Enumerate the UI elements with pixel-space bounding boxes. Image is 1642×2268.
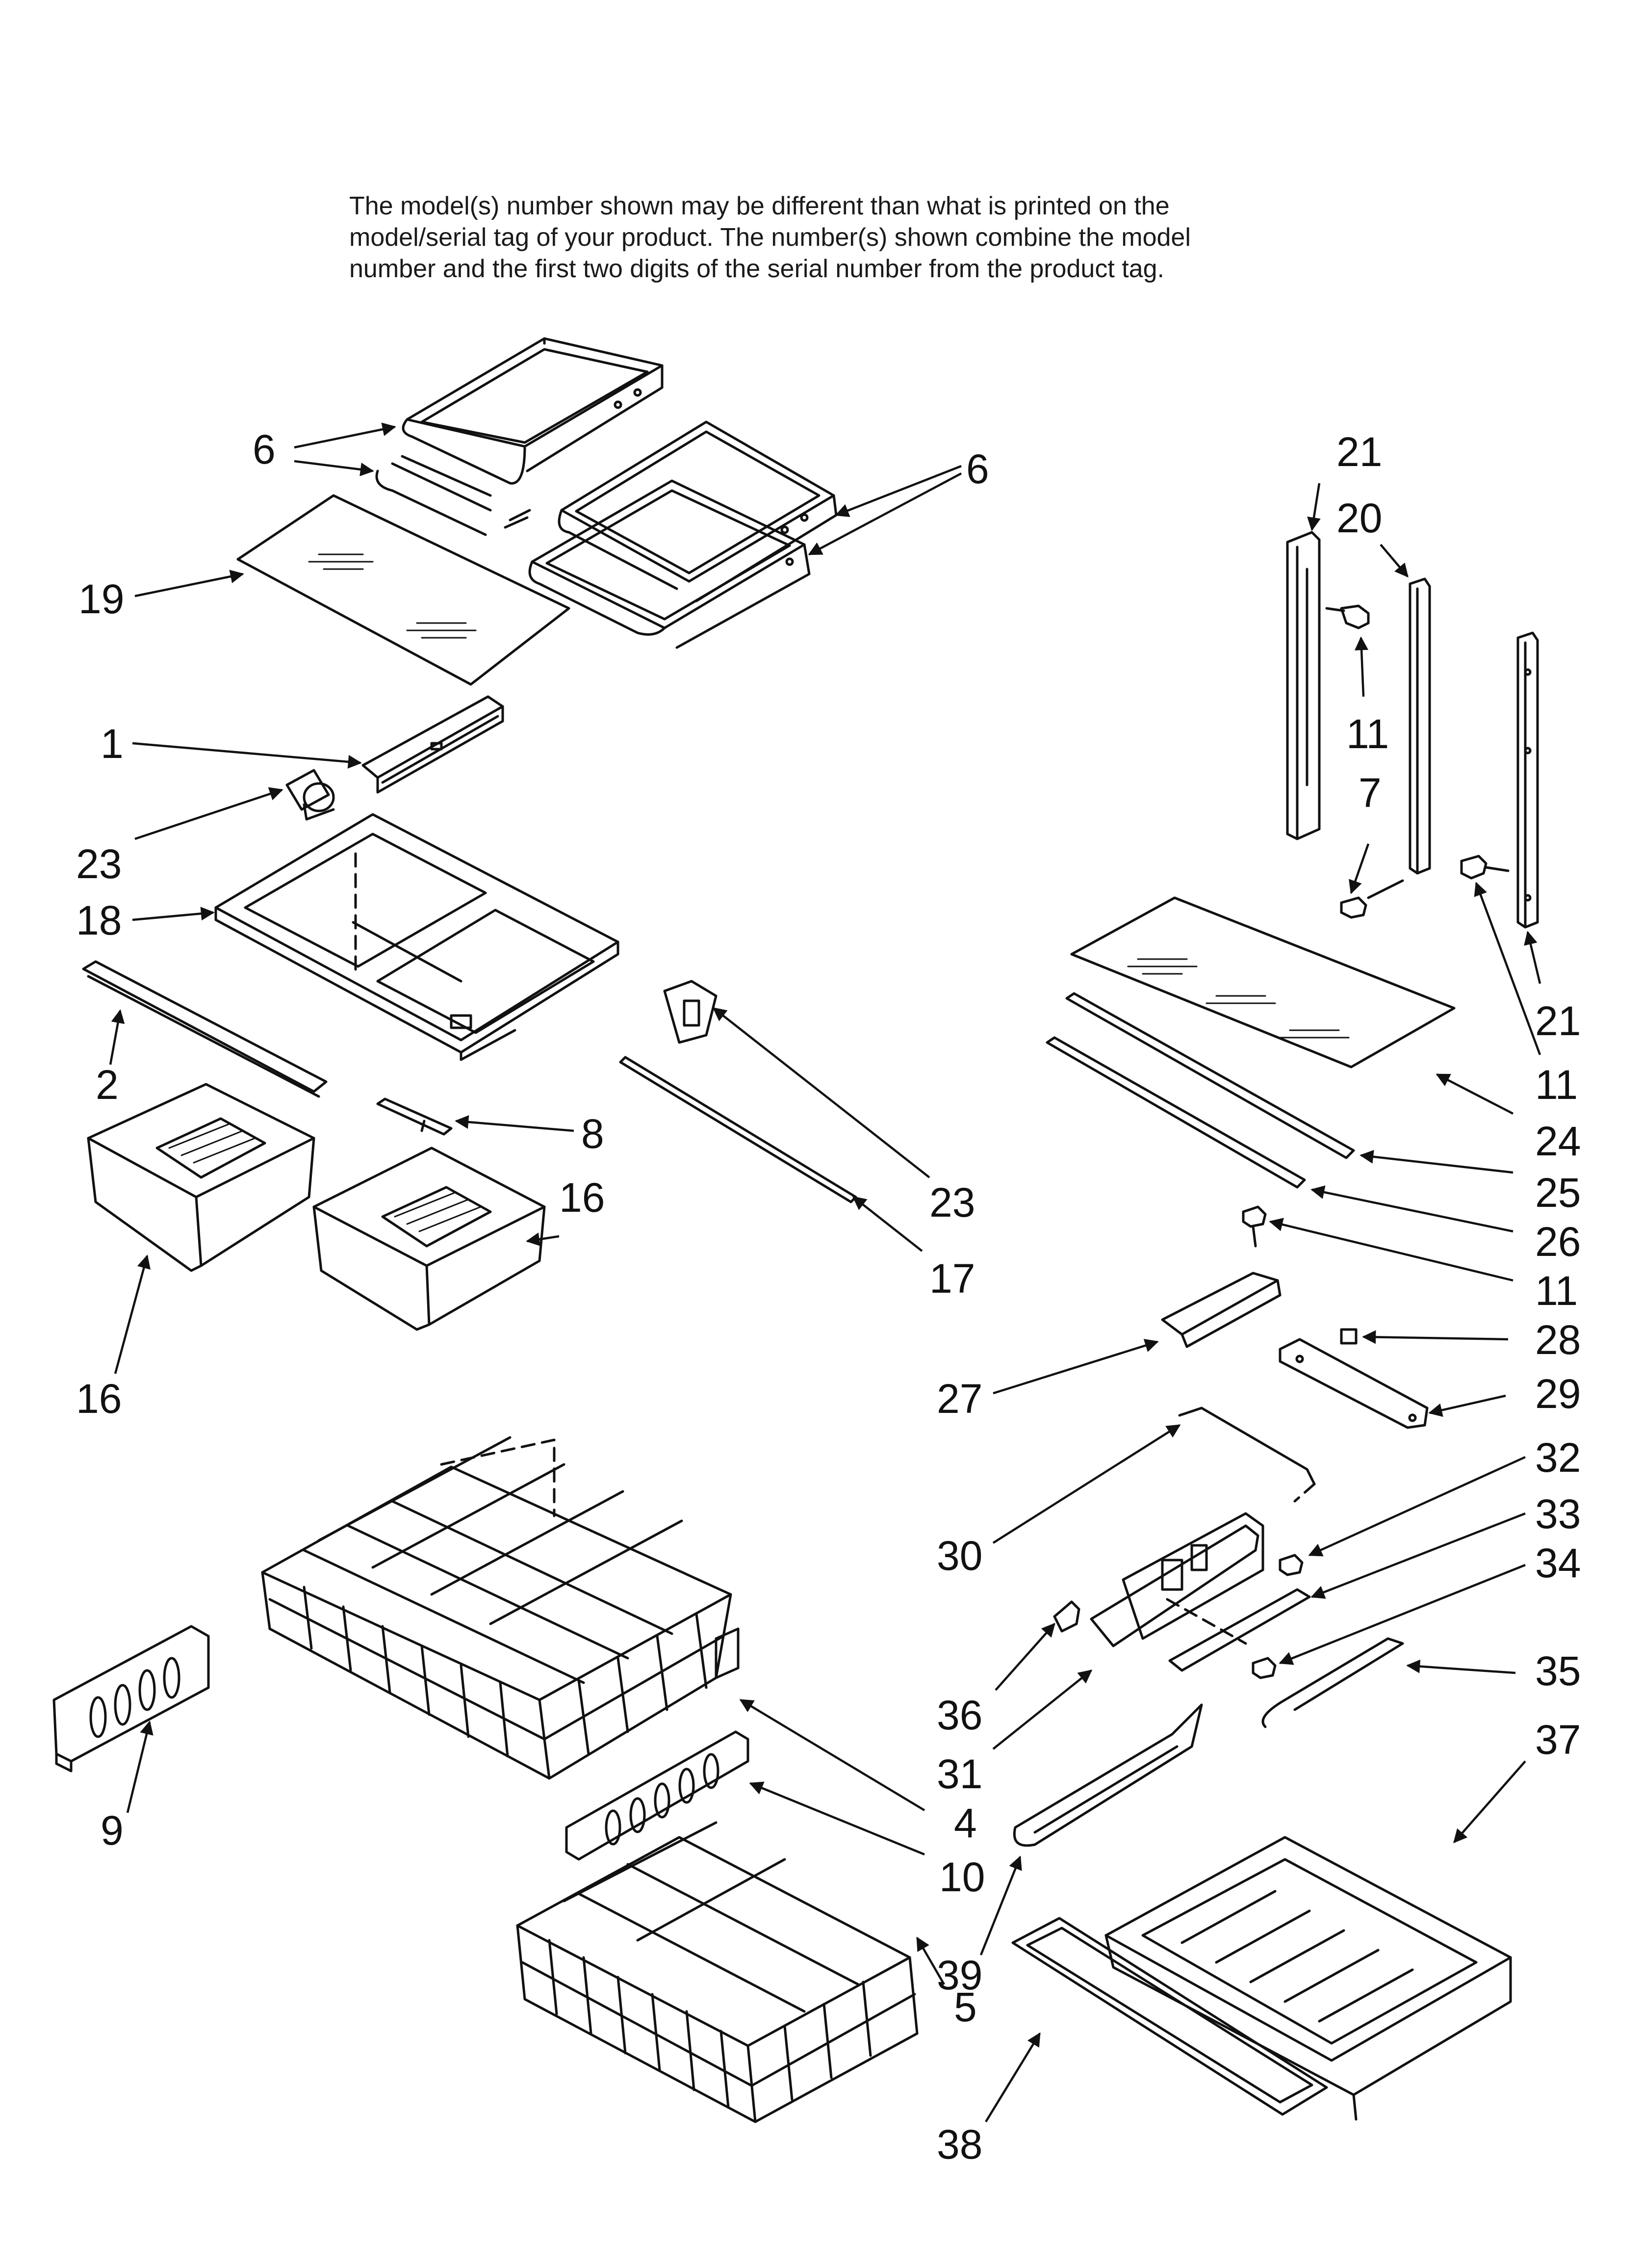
small-bracket: [376, 1097, 453, 1136]
callout-39: 39: [937, 1952, 982, 1998]
callout-23-center: 23: [929, 1179, 975, 1225]
freezer-basket: [261, 1436, 740, 1780]
callout-11-middle: 11: [1535, 1268, 1578, 1314]
callout-1: 1: [101, 721, 124, 767]
screw-right: [1460, 855, 1510, 880]
callout-16-left: 16: [76, 1376, 122, 1422]
screw-32: [1279, 1554, 1304, 1576]
tray-front-38: [1011, 1917, 1328, 2116]
callout-25: 25: [1535, 1170, 1581, 1216]
callout-21-bottom: 21: [1535, 998, 1581, 1044]
callout-2: 2: [96, 1062, 119, 1108]
callout-20: 20: [1336, 495, 1382, 541]
screw-upper: [1325, 604, 1370, 629]
glass-shelf-panel: [236, 494, 570, 686]
crisper-drawer-left: [87, 1083, 315, 1272]
model-number-notice: The model(s) number shown may be differe…: [349, 190, 1330, 285]
callout-16-right: 16: [559, 1174, 605, 1221]
shelf-frame-lower-left: [375, 455, 531, 536]
callout-33: 33: [1535, 1491, 1581, 1537]
callout-29: 29: [1535, 1371, 1581, 1417]
callout-35: 35: [1535, 1648, 1581, 1694]
shelf-frame-upper-right: [558, 420, 838, 602]
callout-6-left: 6: [253, 426, 276, 472]
callout-36: 36: [937, 1692, 982, 1738]
shelf-rail-right: [1516, 631, 1539, 929]
glass-shelf-right: [1070, 896, 1456, 1069]
callout-4: 4: [954, 1800, 977, 1846]
callout-26: 26: [1535, 1219, 1581, 1265]
shelf-trim-26: [1046, 1036, 1306, 1189]
callout-6-right: 6: [966, 446, 989, 492]
callout-17: 17: [929, 1255, 975, 1302]
screw-seven: [1340, 879, 1404, 919]
callout-23-left: 23: [76, 841, 122, 887]
pantry-tray: [1104, 1836, 1512, 2121]
callout-34: 34: [1535, 1540, 1581, 1586]
shelf-frame-upper-left: [402, 337, 664, 485]
tray-trim-39: [1013, 1703, 1203, 1847]
callout-24: 24: [1535, 1118, 1581, 1164]
callout-11-right: 11: [1535, 1062, 1578, 1108]
clip-28: [1340, 1328, 1358, 1345]
damper-control-left: [285, 769, 335, 821]
callout-10: 10: [939, 1854, 985, 1900]
wire-30: [1178, 1407, 1316, 1503]
callout-30: 30: [937, 1533, 982, 1579]
screw-middle: [1242, 1205, 1267, 1248]
callout-labels: 6 6 19 1 23 18 2 8 16 16 23 17 21 20 11 …: [76, 426, 1581, 2167]
basket-end-cap-right: [565, 1730, 749, 1861]
lower-freezer-basket: [516, 1821, 919, 2123]
trim-33: [1168, 1588, 1311, 1672]
seal-rod: [619, 1056, 857, 1203]
callout-11-upper: 11: [1346, 711, 1389, 757]
callout-32: 32: [1535, 1434, 1581, 1481]
clip-36: [1053, 1600, 1080, 1633]
crisper-drawer-right: [312, 1147, 546, 1331]
shelf-rail-center: [1409, 577, 1431, 875]
callout-27: 27: [937, 1376, 982, 1422]
shelf-rail-left: [1286, 531, 1321, 840]
control-housing: [1090, 1512, 1264, 1647]
callout-37: 37: [1535, 1717, 1581, 1763]
notice-line-3: number and the first two digits of the s…: [349, 255, 1164, 283]
bracket-27: [1161, 1272, 1282, 1348]
callout-18: 18: [76, 897, 122, 943]
cover-rail: [361, 695, 504, 794]
leader-lines: [109, 422, 1541, 2123]
callout-5: 5: [954, 1984, 977, 2030]
screw-34: [1252, 1657, 1277, 1679]
callout-7: 7: [1359, 770, 1382, 816]
shelf-frame-lower-right: [528, 479, 811, 649]
notice-line-1: The model(s) number shown may be differe…: [349, 192, 1170, 220]
callout-38: 38: [937, 2121, 982, 2167]
callout-9: 9: [101, 1807, 124, 1853]
crisper-frame: [214, 813, 619, 1061]
front-trim-strip: [82, 960, 328, 1098]
rod-35: [1261, 1637, 1404, 1728]
callout-28: 28: [1535, 1317, 1581, 1363]
damper-control-center: [663, 980, 718, 1044]
rail-29: [1279, 1338, 1429, 1429]
callout-31: 31: [937, 1751, 982, 1797]
shelf-trim-25: [1065, 992, 1355, 1159]
callout-21-top: 21: [1336, 429, 1382, 475]
callout-8: 8: [581, 1111, 604, 1157]
callout-19: 19: [78, 576, 124, 622]
notice-line-2: model/serial tag of your product. The nu…: [349, 223, 1191, 252]
basket-end-cap-left: [52, 1625, 210, 1773]
